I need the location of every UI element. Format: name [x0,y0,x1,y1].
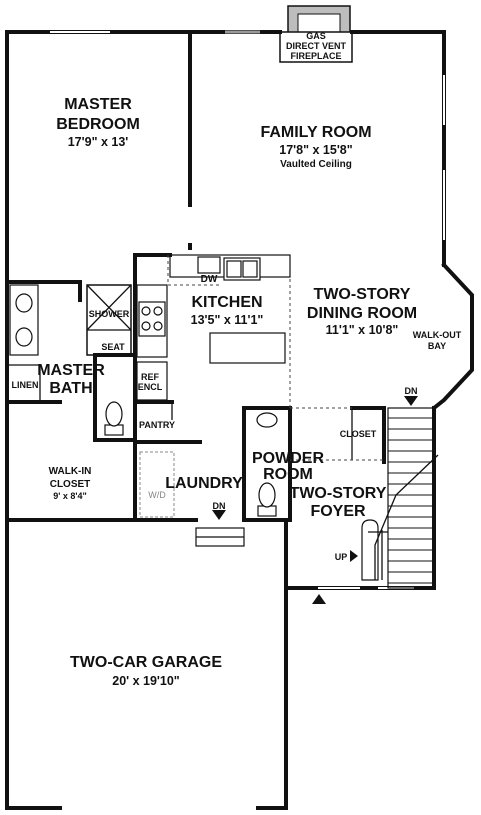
kitchen-dims: 13'5" x 11'1" [191,313,264,327]
shower-label: SHOWER [89,309,130,319]
pantry-label: PANTRY [139,420,175,430]
kitchen-fixtures [136,254,291,401]
walkout-label-2: BAY [428,341,446,351]
master-bedroom-dims: 17'9" x 13' [68,135,129,149]
master-bath-name-1: MASTER [37,362,105,379]
exterior-walls [5,30,474,810]
walk-in-closet-name-1: WALK-IN [49,466,92,477]
kitchen-name: KITCHEN [191,294,262,311]
powder-room-name-1: POWDER [252,450,324,467]
up-label: UP [335,552,348,562]
fireplace [279,5,353,63]
garage-dims: 20' x 19'10" [112,674,180,688]
dn-arrow-stairs-icon [404,396,418,406]
fireplace-label-3: FIREPLACE [290,51,341,61]
seat-label: SEAT [101,342,125,352]
wd-label: W/D [148,490,166,500]
dining-room-dims: 11'1" x 10'8" [326,323,399,337]
foyer-name-1: TWO-STORY [290,485,387,502]
family-room-dims: 17'8" x 15'8" [279,143,352,157]
foyer-name-2: FOYER [310,503,366,520]
master-bedroom-name-1: MASTER [64,96,132,113]
dining-room-name-2: DINING ROOM [307,305,417,322]
bath-fixtures [9,284,278,518]
laundry-name: LAUNDRY [165,475,243,492]
arrows [171,396,418,604]
interior-walls [5,30,386,522]
fireplace-label-2: DIRECT VENT [286,41,347,51]
up-arrow-icon [350,550,358,562]
dn-arrow-laundry-icon [212,510,226,520]
garage-name: TWO-CAR GARAGE [70,654,222,671]
linen-label: LINEN [12,380,39,390]
dw-label: DW [201,274,218,285]
ref-label-2: ENCL [138,382,163,392]
dining-room-name-1: TWO-STORY [314,286,411,303]
dn-stairs-label: DN [405,386,418,396]
staircase [361,407,439,589]
entry-arrow-icon [312,594,326,604]
family-room-name: FAMILY ROOM [260,124,371,141]
master-bath-name-2: BATH [49,380,92,397]
ref-label-1: REF [141,372,160,382]
powder-room-name-2: ROOM [263,466,313,483]
dn-laundry-label: DN [213,501,226,511]
closet-label: CLOSET [340,429,377,439]
walk-in-closet-name-2: CLOSET [50,479,91,490]
fireplace-label-1: GAS [306,31,326,41]
walkout-label-1: WALK-OUT [413,330,462,340]
open-space-boundaries [150,255,384,461]
walk-in-closet-dims: 9' x 8'4" [53,491,87,501]
room-labels: GAS DIRECT VENT FIREPLACE MASTER BEDROOM… [12,31,462,688]
master-bedroom-name-2: BEDROOM [56,116,140,133]
family-room-note: Vaulted Ceiling [280,159,352,170]
